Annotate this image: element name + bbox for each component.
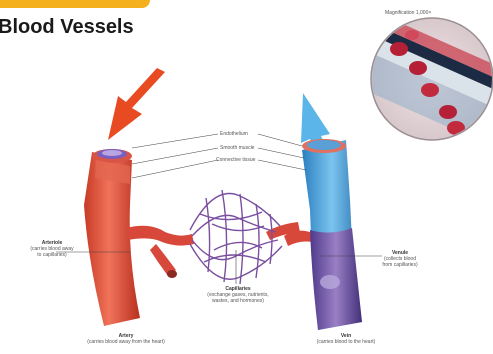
label-endothelium: Endothelium — [220, 131, 248, 137]
vein-description: (carries blood to the heart) — [296, 339, 396, 345]
vein-vessel — [302, 139, 362, 330]
arteriole-branch — [126, 226, 194, 246]
venule-description-2: from capillaries) — [374, 262, 426, 268]
arteriole-label-group: Arteriole (carries blood away to capilla… — [22, 240, 82, 258]
inset-caption: Magnification 1,000× — [385, 10, 431, 16]
capillaries-label-group: Capillaries (exchange gases, nutrients, … — [196, 286, 280, 304]
label-smooth-muscle: Smooth muscle — [220, 145, 254, 151]
capillaries-description-2: wastes, and hormones) — [196, 298, 280, 304]
artery-label-group: Artery (carries blood away from the hear… — [70, 333, 182, 345]
magnification-inset — [360, 5, 493, 150]
red-blood-cell — [409, 61, 427, 75]
red-blood-cell — [439, 105, 457, 119]
artery-description: (carries blood away from the heart) — [70, 339, 182, 345]
arrow-down-left-icon — [108, 68, 165, 140]
venule-label-group: Venule (collects blood from capillaries) — [374, 250, 426, 268]
red-blood-cell — [447, 121, 465, 135]
arteriole-description-2: to capillaries) — [22, 252, 82, 258]
label-connective-tissue: Connective tissue — [216, 157, 255, 163]
red-blood-cell — [421, 83, 439, 97]
vein-label-group: Vein (carries blood to the heart) — [296, 333, 396, 345]
red-blood-cell — [390, 42, 408, 56]
